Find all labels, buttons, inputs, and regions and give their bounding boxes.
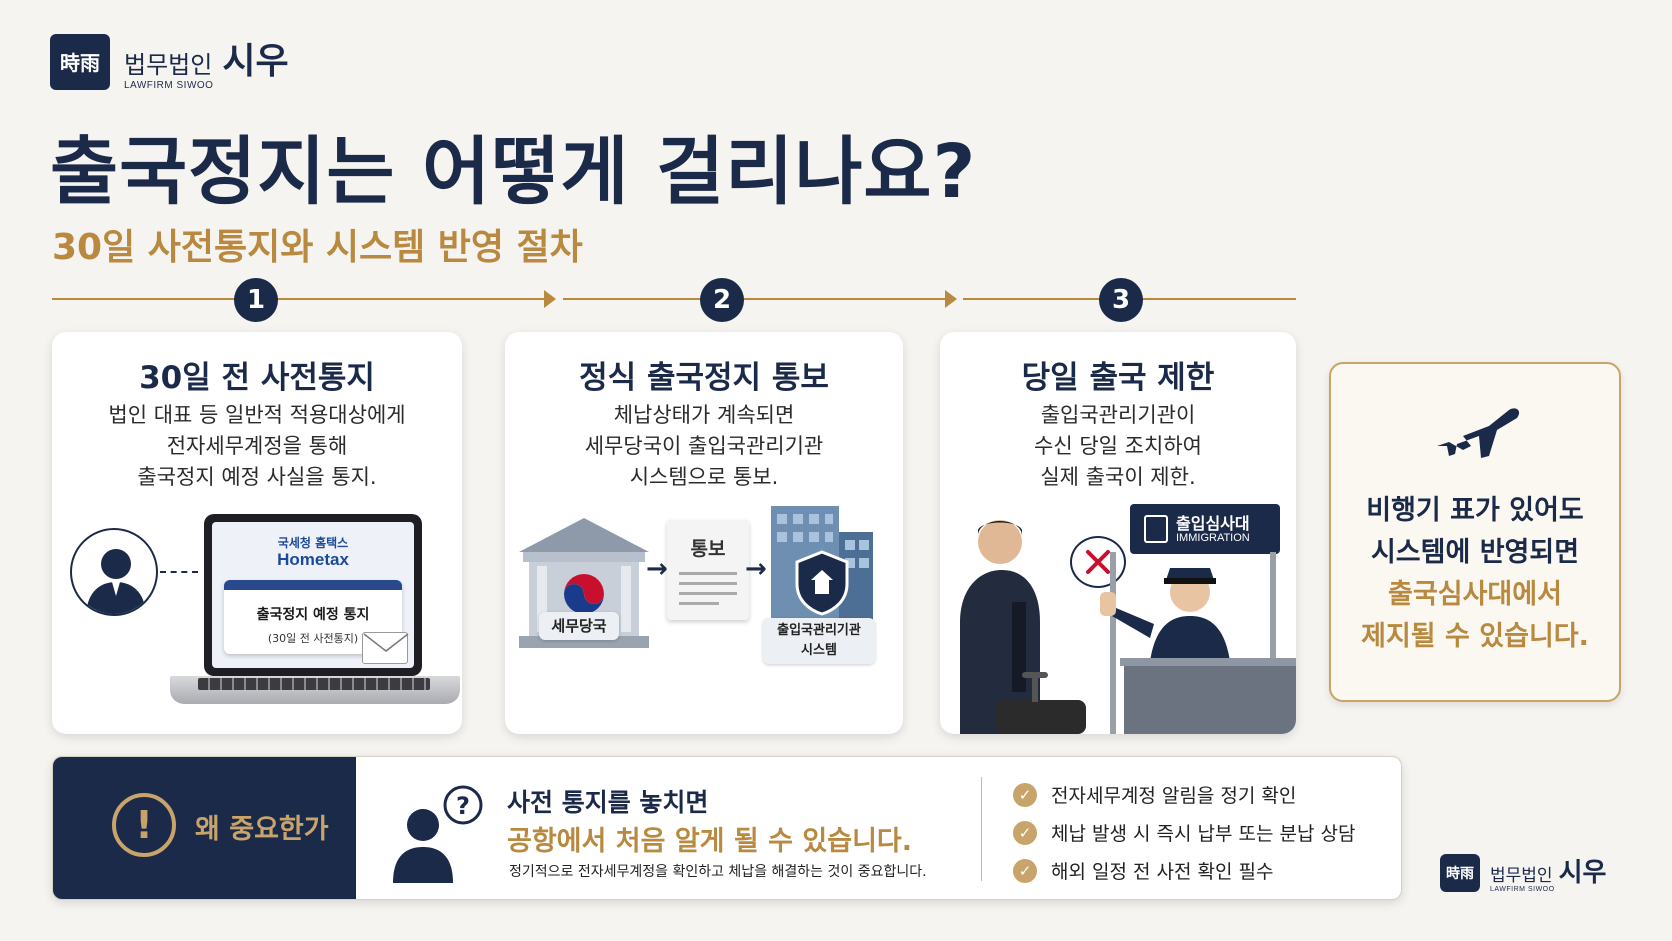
step-card-3: 당일 출국 제한 출입국관리기관이 수신 당일 조치하여 실제 출국이 제한. …: [940, 332, 1296, 734]
brand-logo: 時雨 법무법인 시우 LAWFIRM SIWOO: [50, 32, 289, 91]
desc-line: 실제 출국이 제한.: [1040, 465, 1196, 489]
brand-logo-footer: 時雨 법무법인 시우 LAWFIRM SIWOO: [1440, 852, 1606, 893]
airplane-icon: [1437, 408, 1520, 458]
check-icon: ✓: [1013, 858, 1037, 883]
checklist-text: 전자세무계정 알림을 정기 확인: [1051, 785, 1297, 807]
why-important-label: 왜 중요한가: [195, 814, 329, 845]
desc-line: 법인 대표 등 일반적 적용대상에게: [108, 403, 406, 427]
desc-line: 시스템으로 통보.: [629, 465, 779, 489]
warning-detail: 정기적으로 전자세무계정을 확인하고 체납을 해결하는 것이 중요합니다.: [509, 864, 927, 880]
doc-line: [679, 572, 737, 575]
step-description: 출입국관리기관이 수신 당일 조치하여 실제 출국이 제한.: [940, 400, 1296, 493]
note-line-2: 시스템에 반영되면: [1370, 537, 1580, 568]
notice-document-icon: 통보: [667, 520, 749, 620]
checklist-item: ✓ 해외 일정 전 사전 확인 필수: [1013, 857, 1273, 884]
hometax-logo: Hometax: [277, 550, 349, 569]
desc-line: 출입국관리기관이: [1040, 403, 1196, 427]
timeline-arrow-icon: [544, 290, 556, 308]
desc-line: 출국정지 예정 사실을 통지.: [137, 465, 377, 489]
warning-headline-2: 공항에서 처음 알게 될 수 있습니다.: [507, 826, 913, 857]
label-line: 출입국관리기관: [777, 623, 861, 638]
notice-subtitle: (30일 전 사전통지): [267, 632, 359, 645]
desc-line: 수신 당일 조치하여: [1034, 434, 1202, 458]
step-number-1: 1: [234, 278, 278, 322]
step-number-3: 3: [1099, 278, 1143, 322]
hometax-korean-label: 국세청 홈택스: [277, 536, 349, 550]
brand-name-prefix: 법무법인: [124, 51, 213, 79]
step-heading: 당일 출국 제한: [1021, 360, 1215, 396]
brand-subtitle: LAWFIRM SIWOO: [124, 80, 214, 91]
why-important-label-panel: ! 왜 중요한가: [53, 757, 356, 899]
desc-line: 세무당국이 출입국관리기관: [584, 434, 824, 458]
note-line-4: 제지될 수 있습니다.: [1361, 621, 1589, 652]
step-card-1: 30일 전 사전통지 법인 대표 등 일반적 적용대상에게 전자세무계정을 통해…: [52, 332, 462, 734]
timeline-line: [563, 298, 945, 300]
label-line: 시스템: [801, 643, 837, 658]
sign-english: IMMIGRATION: [1176, 532, 1250, 544]
step-heading: 30일 전 사전통지: [139, 360, 375, 396]
brand-mark-icon: 時雨: [1440, 853, 1480, 892]
exclamation-icon: !: [112, 793, 176, 857]
checklist-item: ✓ 체납 발생 시 즉시 납부 또는 분납 상담: [1013, 819, 1355, 846]
immigration-sign: 출입심사대 IMMIGRATION: [1130, 504, 1280, 554]
arrow-right-icon: →: [745, 554, 767, 584]
doc-line: [679, 582, 737, 585]
sign-korean: 출입심사대: [1176, 514, 1250, 533]
note-line-1: 비행기 표가 있어도: [1366, 495, 1584, 526]
checklist-text: 체납 발생 시 즉시 납부 또는 분납 상담: [1051, 823, 1356, 845]
person-icon: [70, 528, 158, 616]
dashed-arrow-icon: [160, 571, 198, 573]
brand-name: 시우: [222, 41, 289, 82]
step-heading: 정식 출국정지 통보: [579, 360, 829, 396]
checklist-item: ✓ 전자세무계정 알림을 정기 확인: [1013, 781, 1296, 808]
passport-icon: [1144, 515, 1168, 543]
step-number-2: 2: [700, 278, 744, 322]
page-subtitle: 30일 사전통지와 시스템 반영 절차: [52, 227, 583, 268]
laptop-keyboard: [198, 678, 430, 690]
warning-headline-1: 사전 통지를 놓치면: [507, 788, 709, 817]
svg-text:?: ?: [456, 792, 470, 820]
check-icon: ✓: [1013, 782, 1037, 807]
desc-line: 체납상태가 계속되면: [613, 403, 795, 427]
divider: [981, 777, 982, 881]
why-important-bar: ! 왜 중요한가 ? 사전 통지를 놓치면 공항에서 처음 알게 될 수 있습니…: [52, 756, 1402, 900]
immigration-desk-scene: [960, 520, 1296, 734]
warning-note-card: 비행기 표가 있어도 시스템에 반영되면 출국심사대에서 제지될 수 있습니다.: [1329, 362, 1621, 702]
denied-x-icon: [1070, 536, 1126, 588]
page-title: 출국정지는 어떻게 걸리나요?: [50, 129, 977, 215]
check-icon: ✓: [1013, 820, 1037, 845]
step-card-2: 정식 출국정지 통보 체납상태가 계속되면 세무당국이 출입국관리기관 시스템으…: [505, 332, 903, 734]
brand-subtitle: LAWFIRM SIWOO: [1490, 886, 1555, 893]
doc-line: [679, 592, 737, 595]
note-line-3: 출국심사대에서: [1388, 579, 1562, 610]
person-question-icon: ?: [393, 785, 483, 883]
notice-title: 출국정지 예정 통지: [256, 607, 370, 623]
step-description: 체납상태가 계속되면 세무당국이 출입국관리기관 시스템으로 통보.: [505, 400, 903, 493]
brand-name: 시우: [1558, 858, 1607, 888]
checklist-text: 해외 일정 전 사전 확인 필수: [1051, 861, 1274, 883]
timeline-arrow-icon: [945, 290, 957, 308]
arrow-right-icon: →: [646, 554, 668, 584]
brand-name-prefix: 법무법인: [1490, 866, 1553, 886]
tax-authority-label: 세무당국: [539, 612, 619, 640]
step-description: 법인 대표 등 일반적 적용대상에게 전자세무계정을 통해 출국정지 예정 사실…: [52, 400, 462, 493]
desc-line: 전자세무계정을 통해: [166, 434, 348, 458]
envelope-icon: [362, 632, 409, 664]
immigration-system-label: 출입국관리기관 시스템: [763, 618, 875, 664]
timeline-line: [52, 298, 544, 300]
brand-mark-icon: 時雨: [50, 33, 110, 90]
doc-line: [679, 602, 719, 605]
document-label: 통보: [690, 538, 726, 560]
